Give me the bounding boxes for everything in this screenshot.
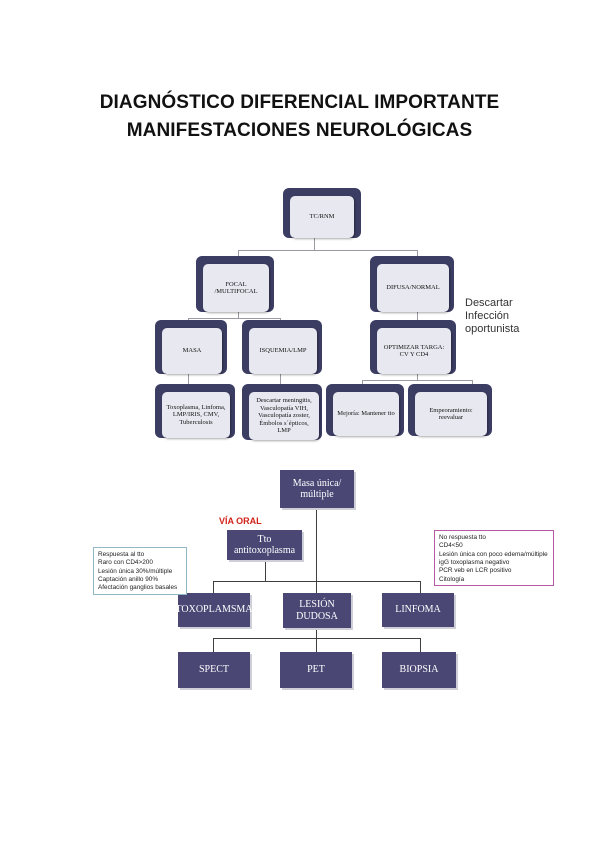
node-tto-antitoxoplasma: Tto antitoxoplasma bbox=[227, 530, 302, 560]
note-line: No respuesta tto bbox=[439, 534, 486, 541]
node-masa: MASA bbox=[162, 328, 222, 374]
node-optimizar-targa: OPTIMIZAR TARGA: CV Y CD4 bbox=[377, 328, 451, 374]
node-focal-multifocal: FOCAL /MULTIFOCAL bbox=[203, 264, 269, 312]
side-note-descartar: Descartar Infección oportunista bbox=[465, 297, 520, 336]
note-line: Captación anillo 90% bbox=[98, 575, 159, 583]
via-oral-label: VÍA ORAL bbox=[219, 516, 262, 526]
node-masa-causes: Toxoplasma, Linfoma, LMP/IRIS, CMV, Tube… bbox=[162, 392, 230, 438]
node-difusa-normal: DIFUSA/NORMAL bbox=[377, 264, 449, 312]
note-line: Raro con CD4>200 bbox=[98, 559, 153, 567]
note-line: igG toxoplasma negativo bbox=[439, 558, 510, 566]
node-biopsia: BIOPSIA bbox=[382, 652, 456, 688]
note-line: PCR veb en LCR positivo bbox=[439, 567, 512, 575]
node-tc-rnm: TC/RNM bbox=[290, 196, 354, 238]
note-line: Lesión única con poco edema/múltiple bbox=[439, 550, 548, 558]
node-masa-unica-multiple: Masa única/ múltiple bbox=[280, 470, 354, 508]
note-line: Lesión única 30%/múltiple bbox=[98, 567, 173, 575]
note-line: Afectación ganglios basales bbox=[98, 584, 178, 592]
node-lesion-dudosa: LESIÓN DUDOSA bbox=[283, 593, 351, 628]
page-title-line-1: DIAGNÓSTICO DIFERENCIAL IMPORTANTE bbox=[99, 92, 500, 113]
note-line: Respuesta al tto bbox=[98, 551, 145, 558]
page-title-line-2: MANIFESTACIONES NEUROLÓGICAS bbox=[126, 120, 473, 141]
note-line: Citología bbox=[439, 575, 465, 583]
node-empeoramiento: Empeoramiento: reevaluar bbox=[415, 392, 487, 436]
note-line: CD4<50 bbox=[439, 542, 463, 550]
node-mejoria: Mejoría: Mantener tto bbox=[333, 392, 399, 436]
node-spect: SPECT bbox=[178, 652, 250, 688]
node-isquemia-lmp: ISQUEMIA/LMP bbox=[249, 328, 317, 374]
node-isquemia-causes: Descartar meningitis, Vasculopatía VIH, … bbox=[249, 392, 319, 440]
node-pet: PET bbox=[280, 652, 352, 688]
node-toxoplasma: TOXOPLAMSMA bbox=[175, 593, 253, 627]
node-linfoma: LINFOMA bbox=[382, 593, 454, 627]
